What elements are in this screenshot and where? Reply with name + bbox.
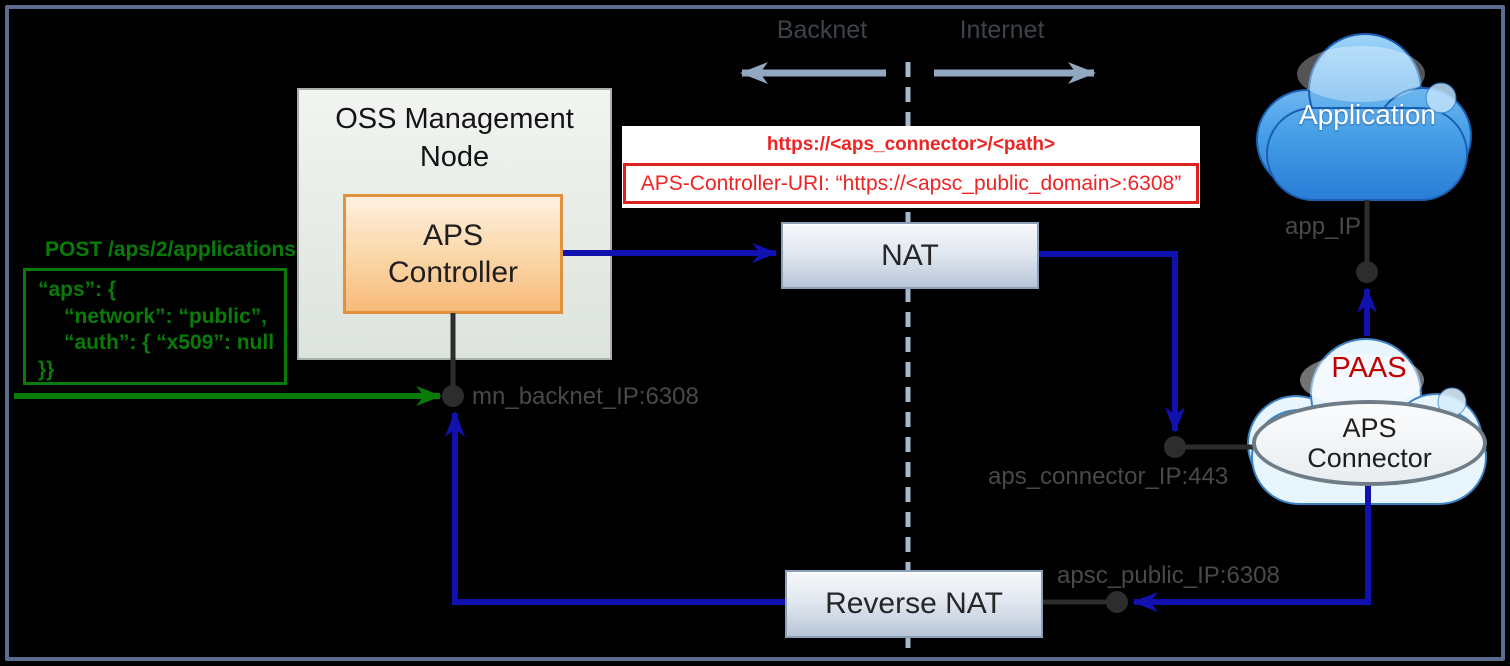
aps-connector-label: APS Connector [1307, 412, 1432, 473]
aps-controller-label: APS Controller [387, 218, 519, 290]
aps-connector-ip-label: aps_connector_IP:443 [988, 463, 1229, 490]
internet-region-label: Internet [959, 16, 1045, 44]
nat-label: NAT [881, 238, 939, 272]
backnet-region-label: Backnet [776, 16, 868, 44]
request-body-line: “network”: “public”, [64, 304, 268, 328]
mn-backnet-ip-label: mn_backnet_IP:6308 [472, 383, 699, 410]
uri-note-banner: https://<aps_connector>/<path> APS-Contr… [622, 126, 1200, 208]
post-request-label: POST /aps/2/applications [45, 238, 296, 261]
aps-controller-uri-text: APS-Controller-URI: “https://<apsc_publi… [623, 163, 1199, 204]
aps-connector-ellipse: APS Connector [1252, 400, 1487, 486]
outer-frame [5, 5, 1505, 661]
app-ip-label: app_IP [1285, 213, 1362, 240]
request-body-line: “auth”: { “x509”: null [64, 331, 275, 355]
nat-box: NAT [781, 222, 1039, 289]
reverse-nat-box: Reverse NAT [785, 570, 1043, 638]
request-body-line: “aps”: { [38, 278, 117, 301]
paas-cloud-label: PAAS [1331, 352, 1407, 384]
application-cloud-label: Application [1299, 99, 1436, 130]
request-body-line: }} [38, 357, 55, 381]
reverse-nat-label: Reverse NAT [825, 587, 1003, 620]
aps-connector-url-text: https://<aps_connector>/<path> [766, 133, 1056, 155]
request-body-box: “aps”: { “network”: “public”, “auth”: { … [23, 268, 287, 385]
aps-controller-box: APS Controller [343, 194, 563, 314]
oss-management-node-title: OSS Management Node [335, 103, 574, 174]
apsc-public-ip-label: apsc_public_IP:6308 [1057, 562, 1280, 589]
